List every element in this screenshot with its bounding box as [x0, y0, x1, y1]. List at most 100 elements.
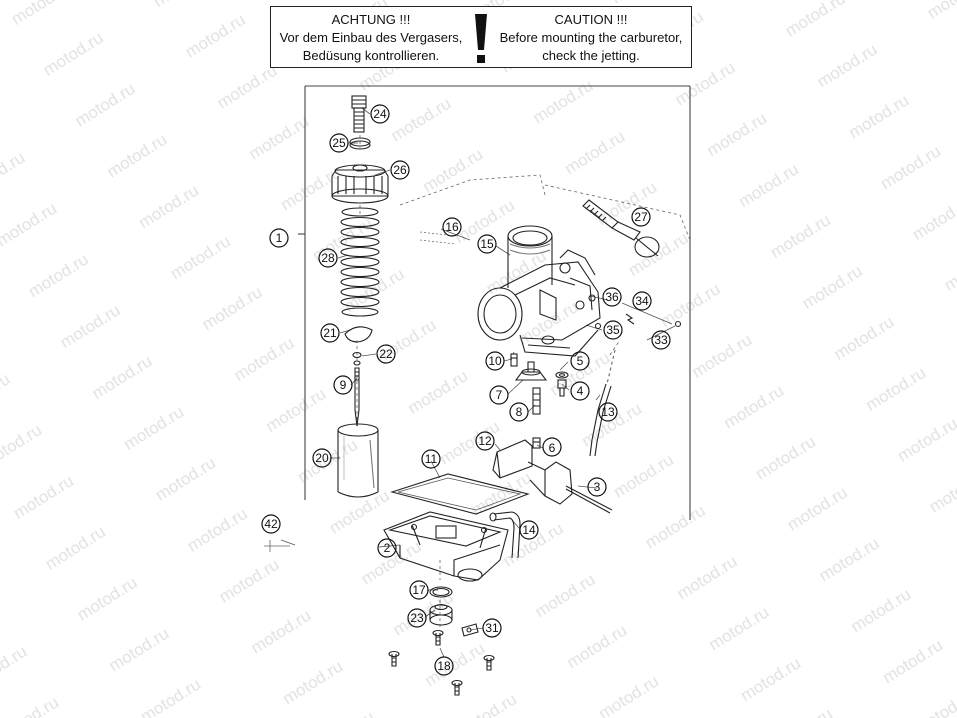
callout-12: 12 [475, 431, 495, 451]
part-33-o-ring [674, 320, 682, 328]
svg-text:31: 31 [485, 621, 499, 635]
callout-9: 9 [333, 375, 353, 395]
svg-text:8: 8 [516, 405, 523, 419]
callout-35: 35 [603, 320, 623, 340]
callout-10: 10 [485, 351, 505, 371]
bowl-screw [388, 650, 400, 667]
svg-text:17: 17 [412, 583, 426, 597]
callout-21: 21 [320, 323, 340, 343]
part-23-drain-plug [429, 603, 453, 626]
callout-15: 15 [477, 234, 497, 254]
caution-german: ACHTUNG !!! Vor dem Einbau des Vergasers… [271, 11, 471, 65]
svg-text:15: 15 [480, 237, 494, 251]
callout-20: 20 [312, 448, 332, 468]
part-21-needle-clip-plate [344, 326, 373, 343]
part-22-needle-clip [352, 351, 362, 366]
part-31-clamp [461, 623, 479, 637]
part-28-throttle-spring [340, 207, 380, 317]
callout-18: 18 [434, 656, 454, 676]
caution-box: ACHTUNG !!! Vor dem Einbau des Vergasers… [270, 6, 692, 68]
callout-28: 28 [318, 248, 338, 268]
svg-text:7: 7 [496, 388, 503, 402]
callout-13: 13 [598, 402, 618, 422]
svg-text:21: 21 [323, 326, 337, 340]
callout-14: 14 [519, 520, 539, 540]
callout-16: 16 [442, 217, 462, 237]
svg-text:36: 36 [605, 290, 619, 304]
part-4-main-jet [557, 379, 567, 397]
part-7-needle-jet [514, 361, 548, 381]
part-8-emulsion-tube [532, 387, 541, 415]
bowl-screw [451, 679, 463, 696]
svg-text:3: 3 [594, 480, 601, 494]
part-10-pilot-jet [510, 353, 518, 367]
caution-german-line1: Vor dem Einbau des Vergasers, [279, 30, 463, 45]
svg-text:26: 26 [393, 163, 407, 177]
callout-17: 17 [409, 580, 429, 600]
callout-8: 8 [509, 402, 529, 422]
callout-33: 33 [651, 330, 671, 350]
part-9-jet-needle [354, 367, 360, 427]
callout-1: 1 [269, 228, 289, 248]
part-26-carb-cap [331, 164, 389, 204]
part-17-o-ring [429, 586, 453, 598]
part-6-jet [532, 437, 541, 449]
callout-6: 6 [542, 437, 562, 457]
callout-11: 11 [421, 449, 441, 469]
bowl-screw [432, 629, 444, 646]
callout-3: 3 [587, 477, 607, 497]
callout-36: 36 [602, 287, 622, 307]
svg-text:16: 16 [445, 220, 459, 234]
part-3-float-pin [565, 485, 613, 514]
svg-text:33: 33 [654, 333, 668, 347]
callout-25: 25 [329, 133, 349, 153]
svg-text:14: 14 [522, 523, 536, 537]
part-24-adjuster-screw [351, 95, 367, 133]
svg-text:2: 2 [384, 541, 391, 555]
caution-german-heading: ACHTUNG !!! [331, 12, 411, 27]
part-13-vent-hose [589, 349, 616, 457]
svg-text:18: 18 [437, 659, 451, 673]
part-27-choke-plunger [582, 199, 660, 258]
part-20-throttle-slide [337, 423, 379, 498]
svg-text:22: 22 [379, 347, 393, 361]
caution-english: CAUTION !!! Before mounting the carburet… [491, 11, 691, 65]
part-25-lock-nut [349, 137, 371, 150]
exclamation-icon [475, 14, 487, 63]
caution-english-heading: CAUTION !!! [554, 12, 628, 27]
part-11-bowl-gasket [390, 473, 530, 515]
part-5-washer [555, 371, 569, 379]
caution-german-line2: Bedüsung kontrollieren. [302, 48, 440, 63]
svg-text:5: 5 [577, 354, 584, 368]
callout-34: 34 [632, 291, 652, 311]
callout-42: 42 [261, 514, 281, 534]
callout-23: 23 [407, 608, 427, 628]
svg-text:13: 13 [601, 405, 615, 419]
part-2-float-bowl [383, 511, 509, 582]
svg-text:4: 4 [577, 384, 584, 398]
svg-text:11: 11 [425, 452, 438, 466]
callout-2: 2 [377, 538, 397, 558]
svg-text:24: 24 [373, 107, 387, 121]
bowl-screw [483, 654, 495, 671]
callouts: 1 24 25 26 28 21 22 9 20 16 15 27 36 34 … [261, 104, 671, 676]
caution-english-line1: Before mounting the carburetor, [499, 30, 683, 45]
part-15-carburetor-body [477, 225, 601, 357]
svg-text:9: 9 [340, 378, 347, 392]
part-36-pilot-screw [588, 294, 596, 302]
svg-text:20: 20 [315, 451, 329, 465]
callout-31: 31 [482, 618, 502, 638]
part-18-bowl-screws [388, 629, 495, 696]
callout-24: 24 [370, 104, 390, 124]
caution-english-line2: check the jetting. [542, 48, 640, 63]
callout-4: 4 [570, 381, 590, 401]
svg-text:27: 27 [634, 210, 648, 224]
svg-text:28: 28 [321, 251, 335, 265]
callout-22: 22 [376, 344, 396, 364]
part-14-overflow-hose [489, 511, 521, 559]
svg-text:6: 6 [549, 441, 556, 455]
callout-7: 7 [489, 385, 509, 405]
assembly-frame [298, 85, 691, 520]
part-12-float [492, 439, 573, 505]
